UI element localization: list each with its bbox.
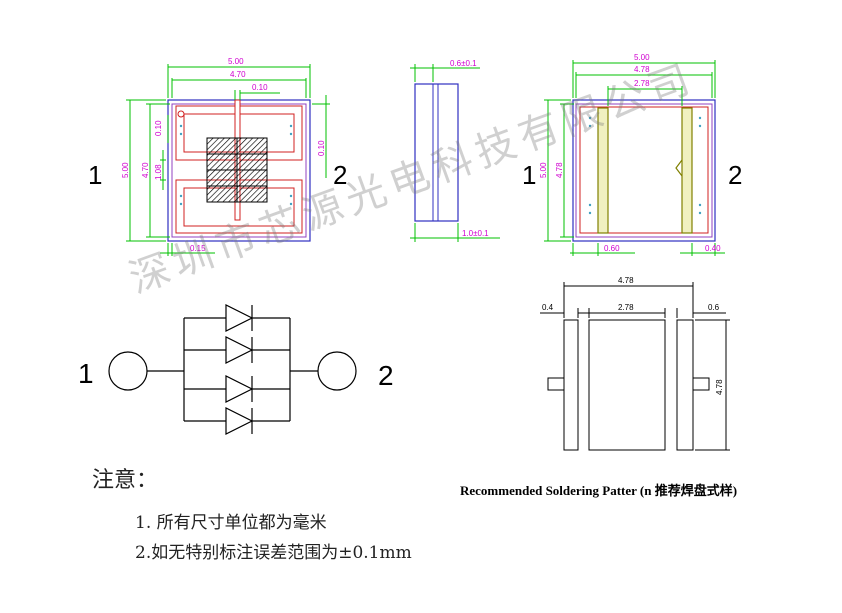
pin-label-right-2: 2 <box>728 160 742 190</box>
schematic-pin-2: 2 <box>378 360 394 391</box>
dim-right-width-inner: 4.78 <box>634 65 650 74</box>
top-left-package-view: 5.00 4.70 0.10 5.00 4.70 0.10 1.08 0.10 … <box>88 57 347 256</box>
diode-branch-3 <box>184 375 290 403</box>
dim-side-gap-right: 0.10 <box>317 140 326 156</box>
notes-title: 注意： <box>92 468 159 493</box>
pad-right <box>681 107 693 234</box>
solder-pad-right <box>676 319 694 451</box>
dim-right-height-outer: 5.00 <box>539 162 548 178</box>
side-outline <box>414 83 459 222</box>
dim-right-width-center: 2.78 <box>634 79 650 88</box>
soldering-pattern <box>540 282 730 451</box>
solder-dim-right-gap: 0.6 <box>708 303 720 312</box>
dim-center-h: 1.08 <box>154 164 163 180</box>
terminal-2-circle <box>317 351 357 391</box>
dim-right-bottom-left: 0.60 <box>604 244 620 253</box>
bottom-outline <box>572 99 716 242</box>
pin1-marker <box>177 110 185 118</box>
solder-dim-center: 2.78 <box>618 303 634 312</box>
dim-side-top: 0.6±0.1 <box>450 59 477 68</box>
dim-gap-top: 0.10 <box>252 83 268 92</box>
dim-height-inner: 4.70 <box>141 162 150 178</box>
dim-right-height-inner: 4.78 <box>555 162 564 178</box>
dim-right-width-outer: 5.00 <box>634 53 650 62</box>
note-line-2: 2.如无特别标注误差范围为±0.1mm <box>135 543 412 563</box>
side-view: 0.6±0.1 1.0±0.1 <box>410 59 500 242</box>
terminal-1-circle <box>108 351 148 391</box>
dim-side-bottom: 1.0±0.1 <box>462 229 489 238</box>
dim-right-bottom-right: 0.40 <box>705 244 721 253</box>
top-right-package-view: 5.00 4.78 2.78 5.00 4.78 0.60 0.40 1 2 <box>522 53 742 256</box>
dim-bottom-gap: 0.15 <box>190 244 206 253</box>
soldering-caption: Recommended Soldering Patter (n 推荐焊盘式样) <box>460 483 738 498</box>
solder-pad-center <box>588 319 666 451</box>
solder-tab-right <box>692 377 710 391</box>
diode-branch-4 <box>184 407 290 435</box>
dim-width-outer: 5.00 <box>228 57 244 66</box>
circuit-schematic <box>108 304 357 435</box>
pad-left <box>597 107 609 234</box>
pin-label-2: 2 <box>333 160 347 190</box>
solder-pad-left <box>563 319 579 451</box>
dim-width-inner: 4.70 <box>230 70 246 79</box>
solder-tab-left <box>547 377 565 391</box>
diode-branch-1 <box>184 304 290 332</box>
pin-label-right-1: 1 <box>522 160 536 190</box>
upper-electrode <box>175 105 303 161</box>
dim-height-outer: 5.00 <box>121 162 130 178</box>
schematic-pin-1: 1 <box>78 358 94 389</box>
solder-dim-height: 4.78 <box>715 379 724 395</box>
solder-dim-total: 4.78 <box>618 276 634 285</box>
diode-branch-2 <box>184 336 290 364</box>
pin-label-1: 1 <box>88 160 102 190</box>
dim-side-gap-left: 0.10 <box>154 120 163 136</box>
upper-electrode-inner <box>183 113 295 153</box>
note-line-1: 1. 所有尺寸单位都为毫米 <box>135 513 327 533</box>
solder-dim-left-gap: 0.4 <box>542 303 554 312</box>
